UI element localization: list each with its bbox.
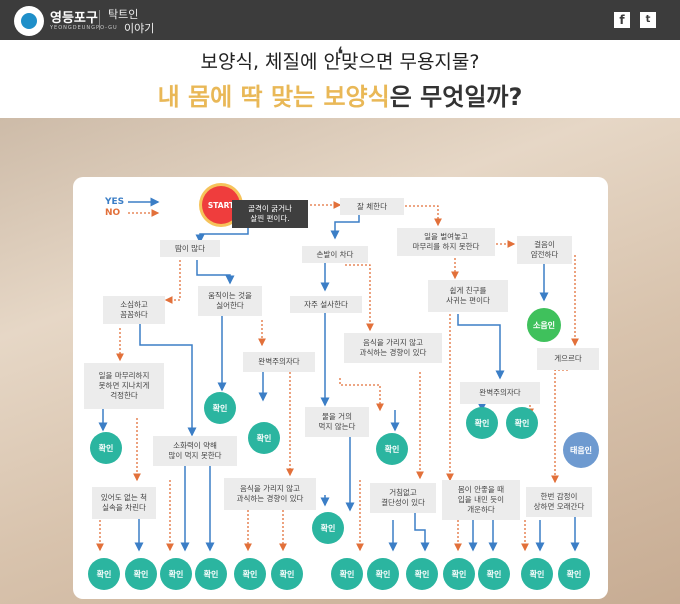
result-circle: 확인 [406,558,438,590]
headline-rest: 은 무엇일까? [389,83,523,111]
flow-question: 게으르다 [537,348,599,370]
brand-name[interactable]: 영등포구 [50,11,98,26]
result-circle: 확인 [312,512,344,544]
series-title-line2[interactable]: 이야기 [124,22,155,35]
flow-question: 일을 마무리하지 못하면 지나치게 걱정한다 [84,363,164,409]
flow-question: 음식을 가리지 않고 과식하는 경향이 있다 [344,333,442,363]
result-circle: 확인 [248,422,280,454]
flow-question: 음식을 가리지 않고 과식하는 경향이 있다 [224,478,316,510]
flow-question: 물을 거의 먹지 않는다 [305,407,369,437]
result-circle: 확인 [443,558,475,590]
result-circle: 확인 [466,407,498,439]
flow-question: 소화력이 약해 많이 먹지 못한다 [153,436,237,466]
series-title-line1[interactable]: 탁트인 [108,8,139,21]
flow-question: 완벽주의자다 [243,352,315,372]
result-circle: 확인 [506,407,538,439]
flow-question: 손발이 차다 [302,246,368,263]
result-circle: 확인 [195,558,227,590]
result-circle: 확인 [558,558,590,590]
flow-question: 있어도 없는 척 실속을 차린다 [92,487,156,519]
result-circle: 확인 [521,558,553,590]
flow-question: 완벽주의자다 [460,382,540,404]
result-circle: 확인 [271,558,303,590]
top-bar: 영등포구 YEONGDEUNGPO-GU 탁트인 이야기 f t [0,0,680,40]
result-circle: 확인 [125,558,157,590]
headline-main: 내 몸에 딱 맞는 보양식은 무엇일까? [0,77,680,112]
legend-yes: YES [105,197,125,207]
flow-question: 움직이는 것을 싫어한다 [198,286,262,316]
result-circle: 확인 [367,558,399,590]
flow-question: 소심하고 꼼꼼하다 [103,296,165,324]
flow-question: 거침없고 결단성이 있다 [370,483,436,513]
headline-highlight: 내 몸에 딱 맞는 보양식 [157,83,390,111]
result-circle: 확인 [331,558,363,590]
result-circle: 확인 [88,558,120,590]
result-taeumin: 태음인 [563,432,599,468]
flow-question: 자주 설사한다 [290,296,362,313]
result-circle: 확인 [204,392,236,424]
flow-question: 일을 벌여놓고 마무리를 하지 못한다 [397,228,495,256]
result-circle: 확인 [376,433,408,465]
quote-mark: ❛ [337,42,344,66]
result-circle: 확인 [90,432,122,464]
divider [99,10,100,30]
brand-subtitle: YEONGDEUNGPO-GU [50,25,118,31]
result-circle: 확인 [160,558,192,590]
result-soeumin: 소음인 [527,308,561,342]
legend-no: NO [105,208,121,218]
facebook-icon[interactable]: f [614,12,630,28]
flow-question: 잘 체한다 [340,198,404,215]
flow-question: 한번 감정이 상하면 오래간다 [526,487,592,517]
flow-question: 골격이 굵거나 살찐 편이다. [232,200,308,228]
twitter-icon[interactable]: t [640,12,656,28]
headline-question: 보양식, 체질에 안맞으면 무용지물? [200,51,480,73]
flow-question: 몸이 안좋을 때 입을 내민 듯이 개운하다 [442,480,520,520]
flow-question: 걸음이 얌전하다 [517,236,572,264]
result-circle: 확인 [478,558,510,590]
flow-question: 쉽게 친구를 사귀는 편이다 [428,280,508,312]
watermark: 문 [583,539,607,569]
flow-question: 땀이 많다 [160,240,220,257]
result-circle: 확인 [234,558,266,590]
district-logo[interactable] [14,6,44,36]
